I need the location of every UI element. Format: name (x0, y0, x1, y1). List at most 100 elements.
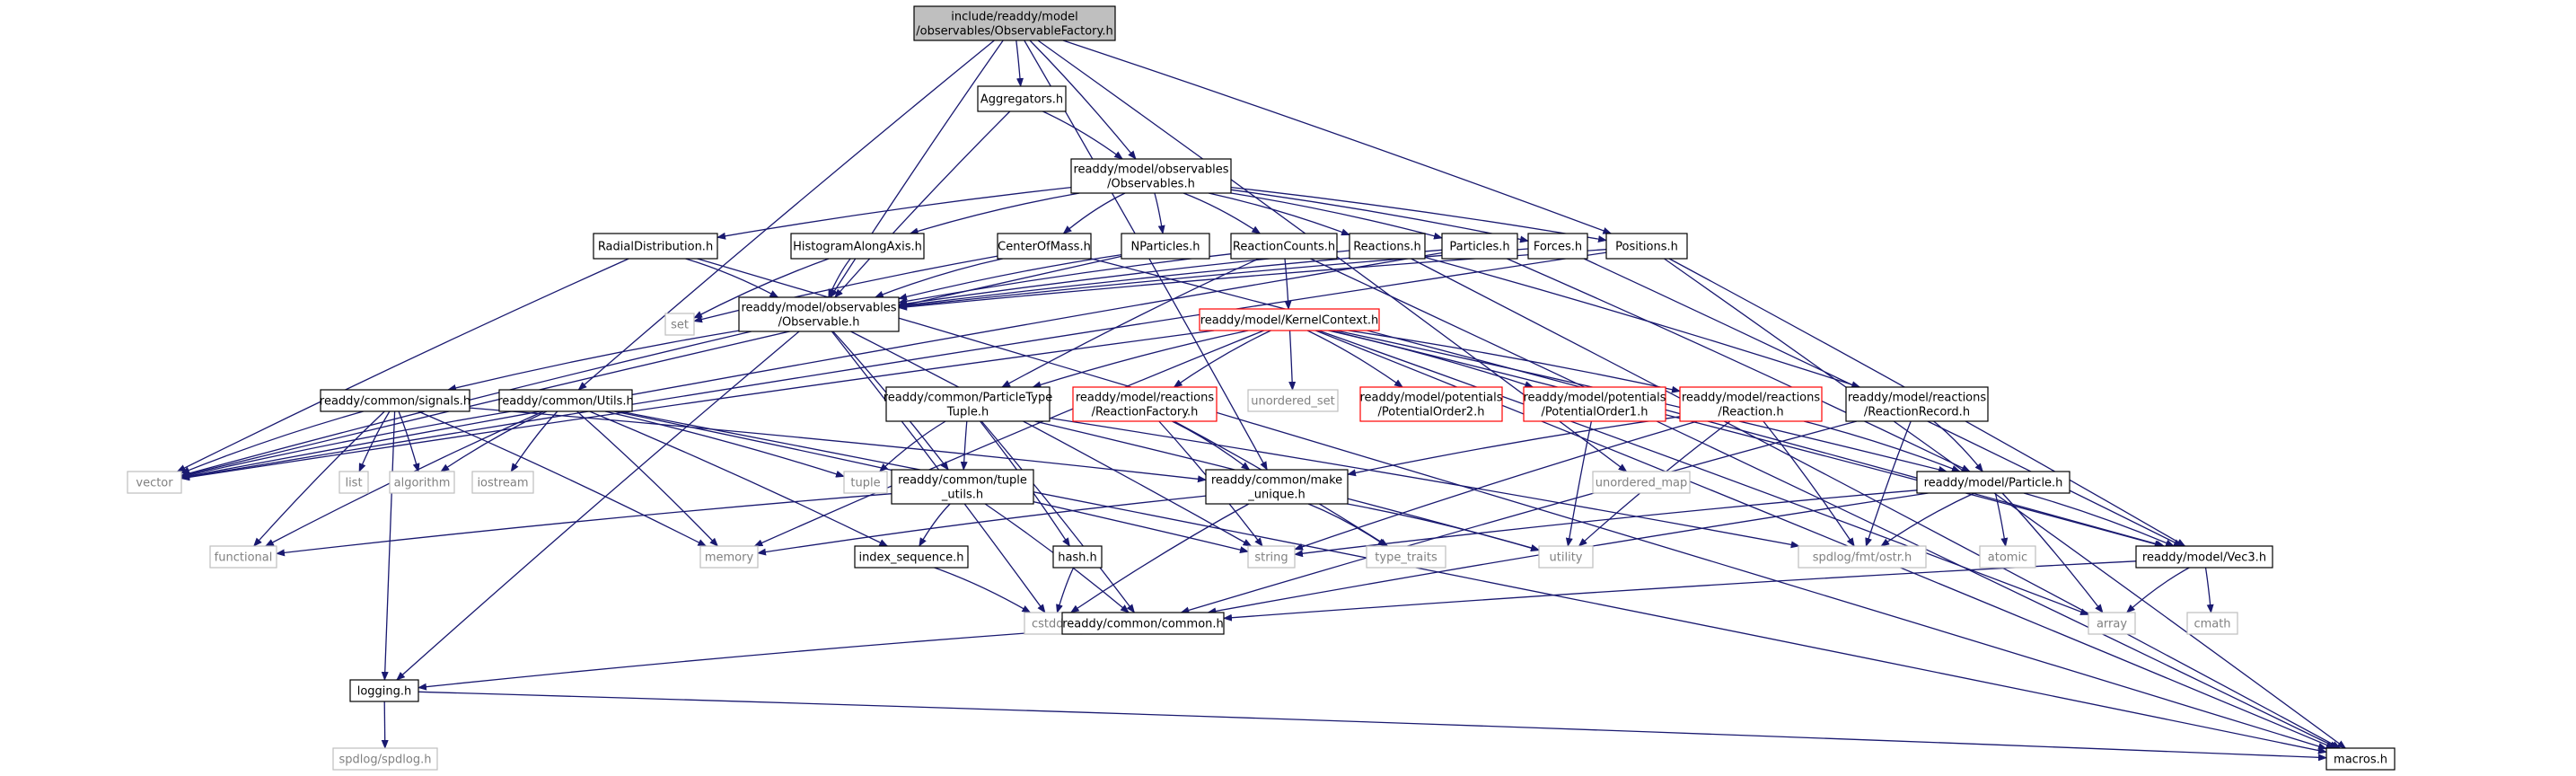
node-reactions[interactable]: Reactions.h (1349, 233, 1426, 260)
node-histogram-box (790, 233, 925, 260)
node-reactionrecord-label-0: readdy/model/reactions (1848, 392, 1987, 405)
node-potential1-box (1523, 386, 1666, 422)
node-hash-label-0: hash.h (1058, 551, 1097, 565)
edge-particles-to-particle (1507, 258, 1971, 472)
edge-histogram-to-set (693, 258, 830, 319)
edge-reactions-to-reactionrecord (1424, 256, 1861, 389)
node-reactioncounts-box (1230, 233, 1338, 260)
edge-reactionrecord-to-ostr (1865, 420, 1912, 547)
node-reactionrecord-label-1: /ReactionRecord.h (1864, 406, 1970, 419)
node-logging-box (349, 679, 419, 702)
node-kernelcontext[interactable]: readdy/model/KernelContext.h (1199, 308, 1380, 331)
node-macros[interactable]: macros.h (2325, 747, 2396, 771)
node-root[interactable]: include/readdy/model/observables/Observa… (913, 5, 1116, 41)
node-index_sequence[interactable]: index_sequence.h (854, 545, 969, 569)
node-algorithm: algorithm (389, 471, 455, 494)
node-functional: functional (209, 545, 277, 569)
node-utility: utility (1538, 545, 1594, 569)
node-common[interactable]: readdy/common/common.h (1061, 612, 1225, 635)
node-ostr: spdlog/fmt/ostr.h (1798, 545, 1927, 569)
edge-kernelcontext-to-reactionfactory (1173, 330, 1271, 388)
node-vec3[interactable]: readdy/model/Vec3.h (2135, 545, 2273, 569)
edge-potential1-to-utility (1565, 420, 1593, 547)
node-make_unique-label-1: _unique.h (1247, 489, 1305, 502)
node-reaction[interactable]: readdy/model/reactions/Reaction.h (1679, 386, 1823, 422)
node-observable[interactable]: readdy/model/observables/Observable.h (738, 296, 900, 332)
node-potential2-label-0: readdy/model/potentials (1359, 392, 1502, 405)
node-string-box (1247, 545, 1296, 569)
edge-kernelcontext-to-vec3 (1331, 330, 2164, 548)
node-particle[interactable]: readdy/model/Particle.h (1916, 471, 2070, 494)
node-root-label-1: /observables/ObservableFactory.h (916, 25, 1113, 39)
node-utils-label-0: readdy/common/Utils.h (497, 395, 634, 409)
node-memory-label-0: memory (705, 551, 754, 565)
node-observables-box (1070, 158, 1232, 194)
node-index_sequence-label-0: index_sequence.h (858, 551, 963, 565)
node-centerofmass[interactable]: CenterOfMass.h (997, 233, 1092, 260)
node-common-box (1061, 612, 1225, 635)
node-potential2[interactable]: readdy/model/potentials/PotentialOrder2.… (1359, 386, 1503, 422)
node-radialdist-label-0: RadialDistribution.h (598, 241, 713, 254)
node-logging[interactable]: logging.h (349, 679, 419, 702)
node-potential1[interactable]: readdy/model/potentials/PotentialOrder1.… (1523, 386, 1666, 422)
node-aggregators-box (977, 85, 1067, 112)
node-reaction-label-1: /Reaction.h (1718, 406, 1783, 419)
node-potential1-label-1: /PotentialOrder1.h (1542, 406, 1648, 419)
node-make_unique[interactable]: readdy/common/make_unique.h (1205, 469, 1349, 505)
node-forces[interactable]: Forces.h (1527, 233, 1588, 260)
node-observables[interactable]: readdy/model/observables/Observables.h (1070, 158, 1232, 194)
node-reactioncounts[interactable]: ReactionCounts.h (1230, 233, 1338, 260)
edge-utils-to-macros (619, 410, 2327, 754)
node-vec3-box (2135, 545, 2273, 569)
node-list-box (338, 471, 369, 494)
edge-root-to-observable (830, 40, 1004, 298)
node-tuple_utils-label-1: _utils.h (941, 489, 983, 502)
node-particletypetuple-label-0: readdy/common/ParticleType (884, 392, 1053, 405)
node-particles-box (1441, 233, 1518, 260)
edge-signals-to-list (358, 410, 391, 472)
node-type_traits-box (1366, 545, 1446, 569)
node-nparticles[interactable]: NParticles.h (1121, 233, 1210, 260)
dependency-edges (176, 40, 2347, 762)
edge-aggregators-to-observables (1042, 110, 1124, 160)
edge-observables-to-reactions (1208, 192, 1350, 236)
node-iostream: iostream (471, 471, 534, 494)
edge-utils-to-memory (576, 410, 719, 547)
node-tuple_utils[interactable]: readdy/common/tuple_utils.h (891, 469, 1034, 505)
node-aggregators-label-0: Aggregators.h (980, 93, 1063, 107)
node-string: string (1247, 545, 1296, 569)
edge-observables-to-radialdist (717, 186, 1072, 240)
edge-radialdist-to-observable (685, 258, 779, 298)
node-forces-label-0: Forces.h (1534, 241, 1582, 254)
node-reactionfactory-label-1: /ReactionFactory.h (1092, 406, 1199, 419)
node-make_unique-label-0: readdy/common/make (1211, 474, 1342, 488)
node-positions[interactable]: Positions.h (1605, 233, 1688, 260)
edge-reaction-to-make_unique (1347, 416, 1681, 477)
node-radialdist[interactable]: RadialDistribution.h (593, 233, 718, 260)
edge-radialdist-to-vector (176, 258, 629, 472)
edge-signals-to-vector (180, 410, 364, 474)
node-utils[interactable]: readdy/common/Utils.h (497, 389, 634, 412)
node-tuple_utils-label-0: readdy/common/tuple (898, 474, 1027, 488)
node-reactionfactory[interactable]: readdy/model/reactions/ReactionFactory.h (1072, 386, 1218, 422)
node-reactionfactory-label-0: readdy/model/reactions (1076, 392, 1215, 405)
edge-root-to-observables (1029, 40, 1137, 160)
node-reactionrecord-box (1845, 386, 1989, 422)
node-root-box (913, 5, 1116, 41)
node-particles[interactable]: Particles.h (1441, 233, 1518, 260)
node-reactionrecord[interactable]: readdy/model/reactions/ReactionRecord.h (1845, 386, 1989, 422)
edge-aggregators-to-observable (834, 110, 1011, 298)
node-aggregators[interactable]: Aggregators.h (977, 85, 1067, 112)
node-signals[interactable]: readdy/common/signals.h (320, 389, 470, 412)
edge-kernelcontext-to-memory (753, 330, 1264, 547)
node-hash[interactable]: hash.h (1052, 545, 1103, 569)
edge-observable-to-signals (447, 330, 740, 392)
node-atomic: atomic (1979, 545, 2036, 569)
node-observable-label-0: readdy/model/observables (741, 302, 896, 315)
edge-kernelcontext-to-array (1318, 330, 2089, 616)
node-histogram[interactable]: HistogramAlongAxis.h (790, 233, 925, 260)
node-spdlog-box (332, 747, 438, 771)
node-reaction-label-0: readdy/model/reactions (1682, 392, 1821, 405)
edge-root-to-aggregators (1015, 40, 1024, 87)
